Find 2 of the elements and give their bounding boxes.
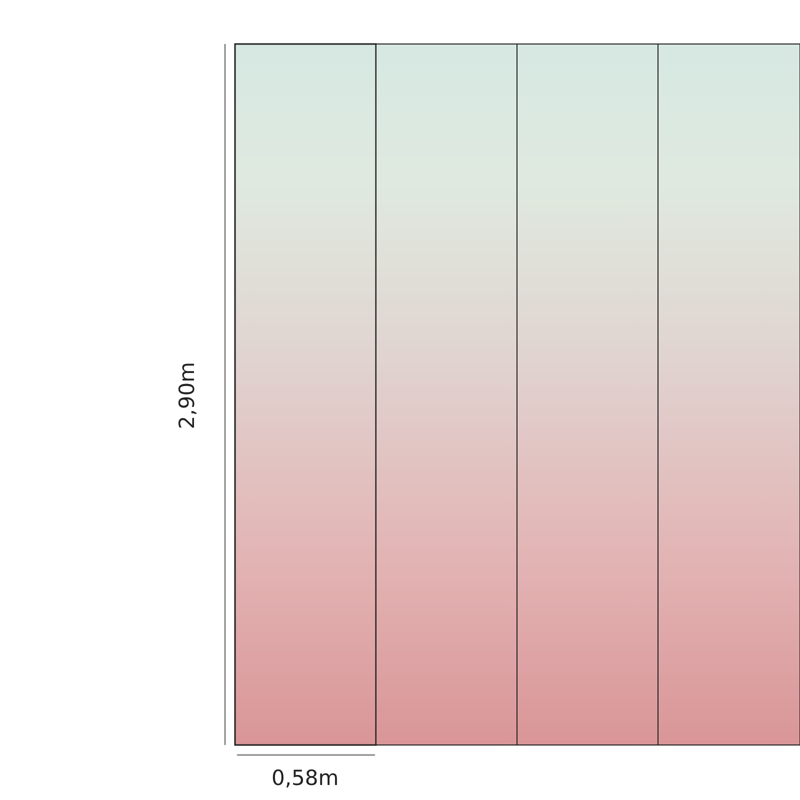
dimension-label: 0,58m <box>272 768 339 788</box>
dimension-label: 2,90m <box>176 361 198 429</box>
